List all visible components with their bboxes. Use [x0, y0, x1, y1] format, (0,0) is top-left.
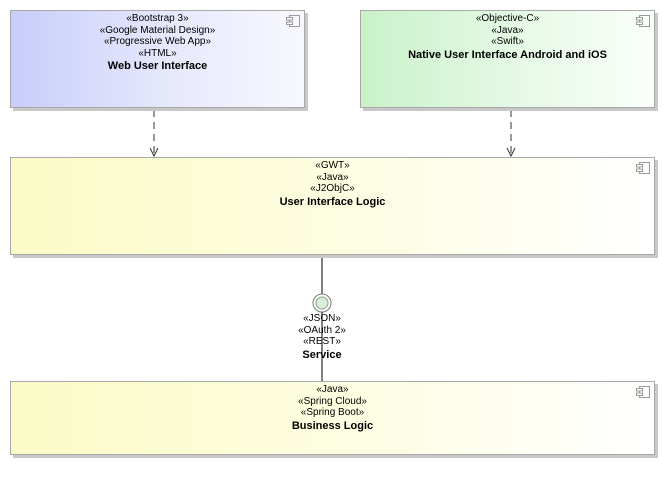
dependency-web-arrowhead — [149, 147, 159, 158]
business-logic-component[interactable]: «Java» «Spring Cloud» «Spring Boot» Busi… — [10, 381, 655, 455]
interface-name: Service — [302, 348, 342, 361]
stereotype-label: «Bootstrap 3» — [126, 13, 189, 24]
stereotype-label: «Google Material Design» — [99, 24, 216, 36]
user-interface-logic-component[interactable]: «GWT» «Java» «J2ObjC» User Interface Log… — [10, 157, 655, 255]
stereotype-label: «Spring Cloud» — [298, 395, 367, 407]
component-icon — [636, 162, 650, 174]
component-icon — [636, 15, 650, 27]
stereotype-label: «OAuth 2» — [298, 324, 346, 336]
component-name: Native User Interface Android and iOS — [408, 48, 607, 61]
stereotype-label: «Swift» — [491, 36, 524, 47]
dependency-native-arrowhead — [506, 147, 516, 158]
service-interface-inner — [315, 296, 329, 310]
stereotype-label: «GWT» — [315, 160, 350, 171]
component-icon — [286, 15, 300, 27]
component-name: User Interface Logic — [279, 195, 386, 208]
component-name: Web User Interface — [107, 60, 208, 72]
stereotype-label: «Spring Boot» — [300, 407, 365, 418]
stereotype-label: «J2ObjC» — [310, 183, 355, 194]
stereotype-label: «JSON» — [303, 313, 341, 324]
native-user-interface-component[interactable]: «Objective-C» «Java» «Swift» Native User… — [360, 10, 655, 108]
stereotype-label: «REST» — [303, 336, 341, 347]
stereotype-label: «HTML» — [138, 47, 177, 59]
stereotype-label: «Java» — [316, 171, 349, 183]
stereotype-label: «Java» — [491, 24, 524, 36]
service-interface-label[interactable]: «JSON» «OAuth 2» «REST» Service — [262, 313, 382, 362]
stereotype-label: «Java» — [316, 384, 349, 395]
stereotype-label: «Objective-C» — [475, 13, 540, 24]
web-user-interface-component[interactable]: «Bootstrap 3» «Google Material Design» «… — [10, 10, 305, 108]
component-icon — [636, 386, 650, 398]
stereotype-label: «Progressive Web App» — [103, 36, 212, 47]
component-name: Business Logic — [291, 419, 374, 432]
